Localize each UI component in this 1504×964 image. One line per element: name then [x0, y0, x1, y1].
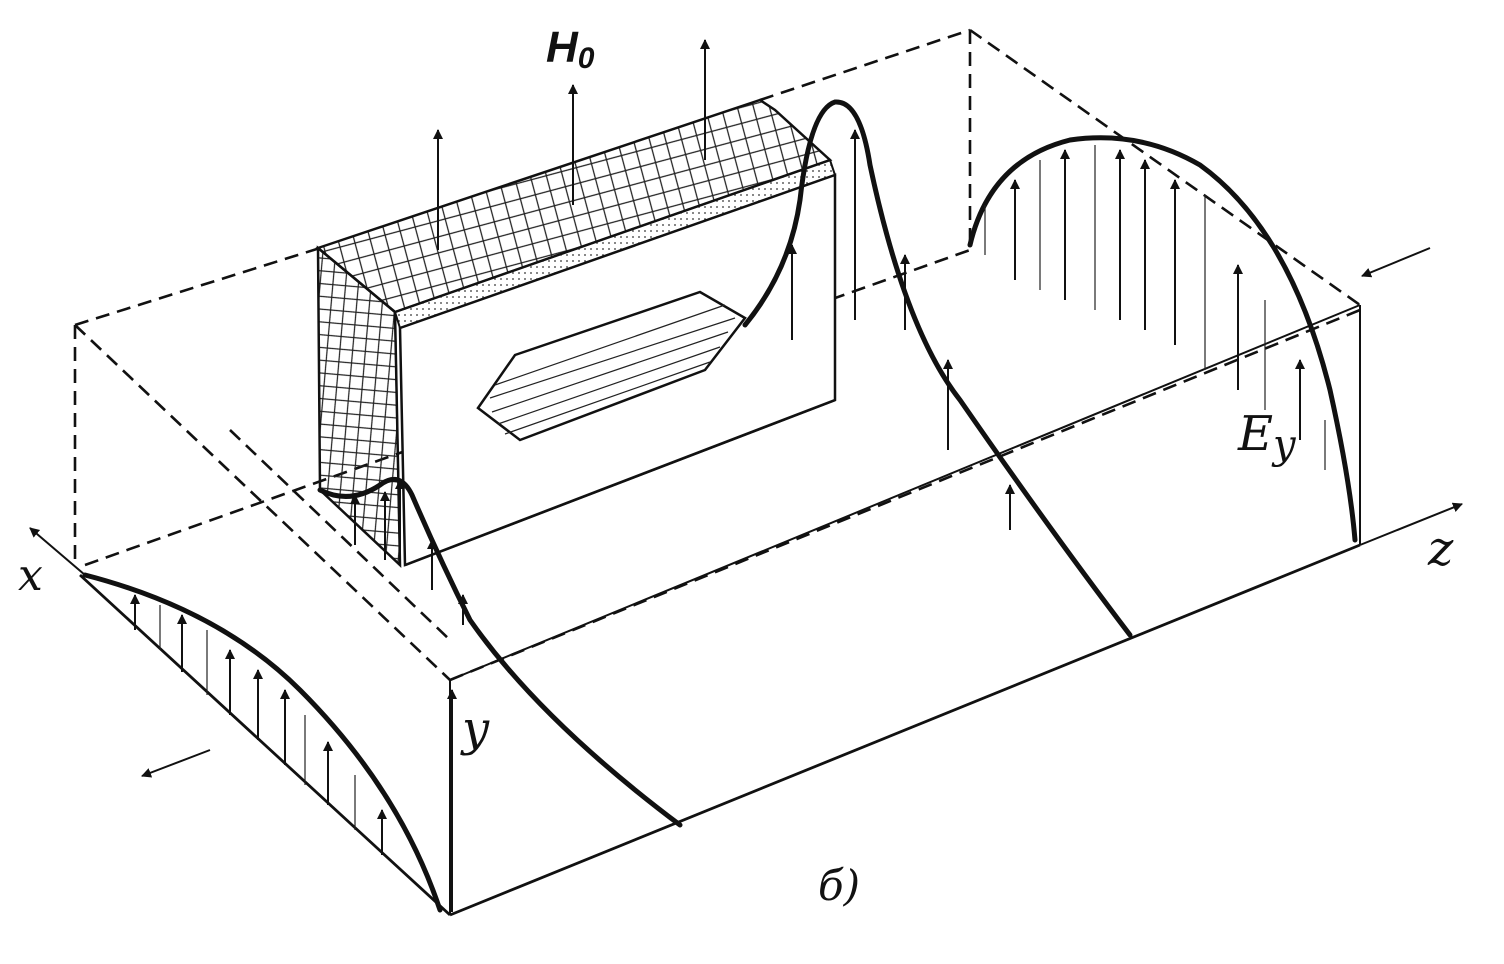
- top-right-edge: [969, 28, 1361, 307]
- z-axis-arrow: [1359, 502, 1463, 546]
- output-field-curve: [967, 135, 1358, 543]
- h0-label: H0: [546, 23, 595, 75]
- bottom-front-edge: [79, 573, 451, 917]
- top-back-edge-right: [759, 28, 971, 102]
- insert-stripe-5: [504, 361, 711, 435]
- field-vector-arrows: [130, 129, 1326, 855]
- field-curves: [82, 99, 1358, 913]
- top-back-edge-left: [74, 246, 321, 327]
- right-direction-arrow: [1361, 247, 1431, 278]
- z-axis-label: z: [1427, 521, 1454, 577]
- figure-caption: б): [818, 861, 860, 910]
- insert-stripe-4: [497, 346, 721, 425]
- top-left-edge: [74, 324, 451, 681]
- mid-dashed-line-2: [449, 308, 1361, 682]
- inner-dashed-diagonal: [229, 429, 451, 641]
- insert-outline: [476, 290, 747, 442]
- x-axis-arrow: [29, 527, 86, 576]
- direction-arrows: [141, 247, 1431, 778]
- dielectric-insert: [476, 290, 747, 442]
- input-field-curve: [82, 572, 443, 913]
- y-axis-label: y: [460, 701, 490, 757]
- ey-label: Ey: [1237, 406, 1297, 468]
- ferrite-plate: [315, 98, 837, 568]
- bottom-right-edge: [449, 543, 1361, 917]
- plate-near-curve: [317, 476, 683, 828]
- x-axis-label: x: [18, 550, 43, 601]
- axes: [29, 502, 1463, 912]
- peak-field-curve: [742, 99, 1133, 638]
- insert-stripe-3: [491, 331, 729, 413]
- insert-stripe-2: [489, 317, 736, 399]
- insert-stripe-1: [494, 304, 726, 386]
- labels: H0 Ey x y z б): [18, 23, 1454, 910]
- left-direction-arrow: [141, 749, 211, 778]
- h0-field-arrows: [433, 39, 710, 250]
